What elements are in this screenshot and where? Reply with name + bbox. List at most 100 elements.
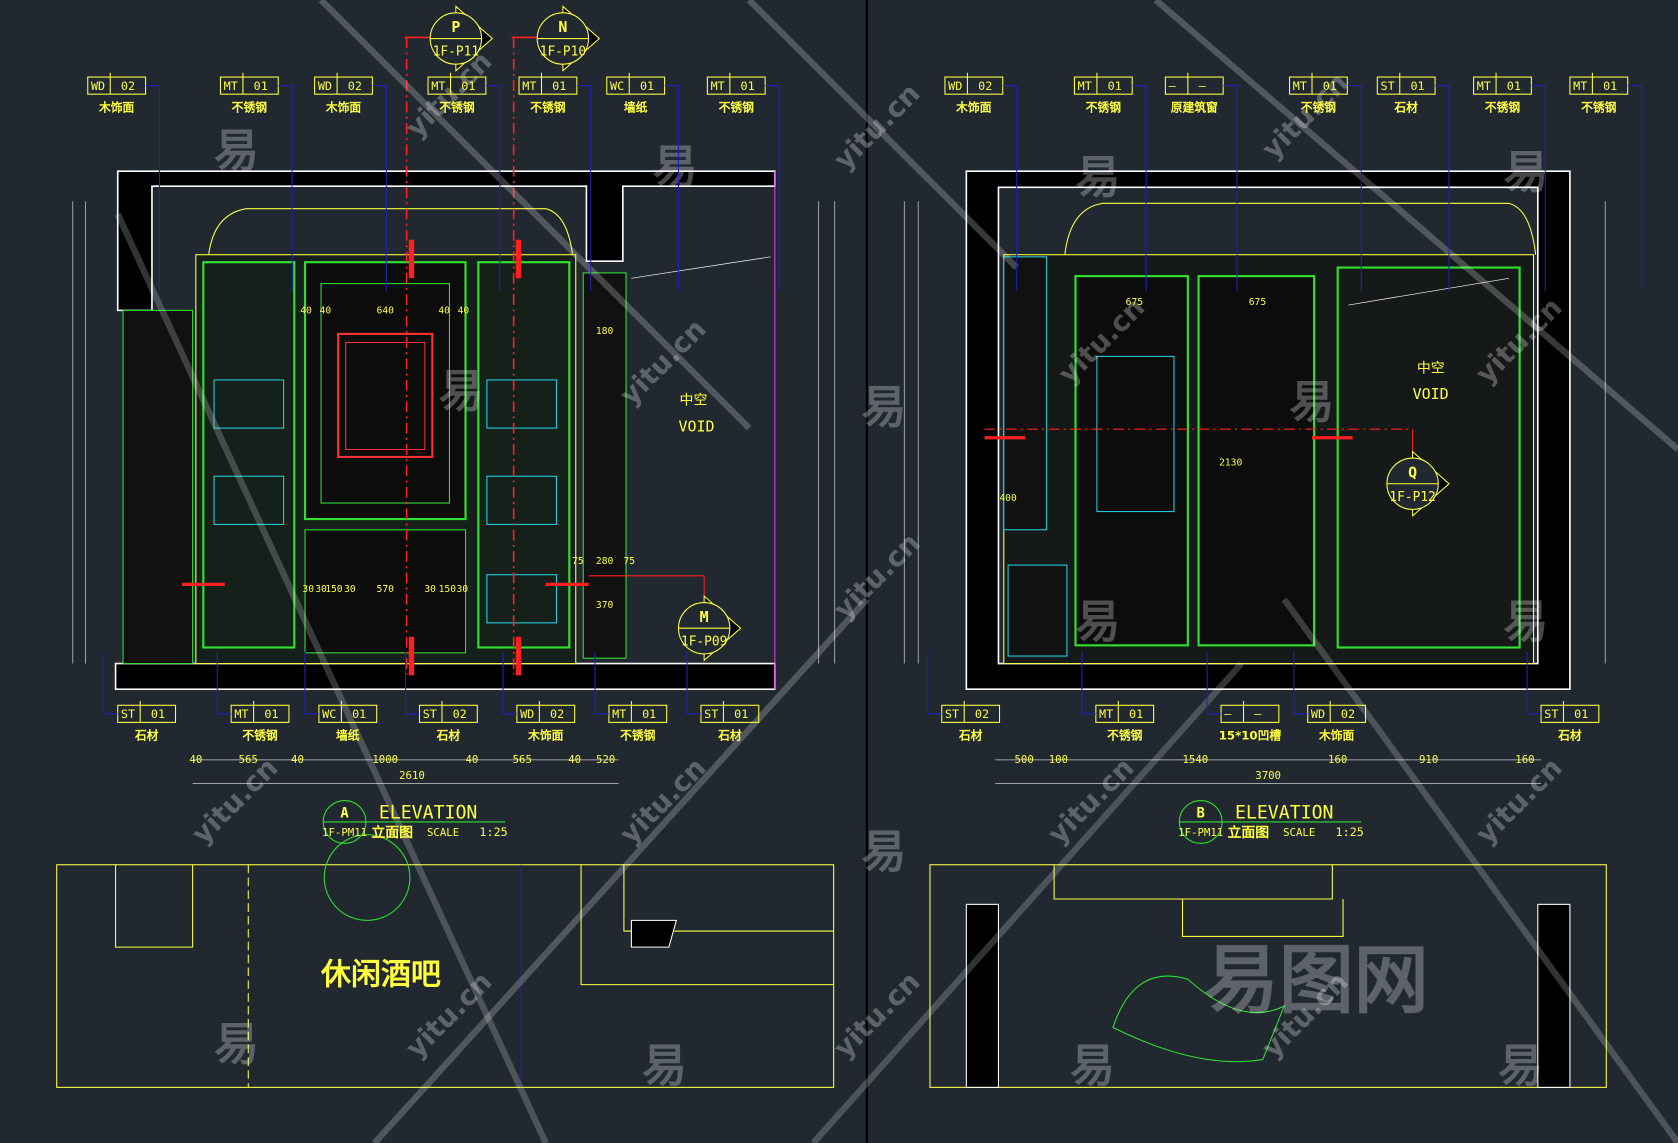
tag-code: WD	[520, 707, 534, 721]
section-callout[interactable]: N1F-P10	[536, 5, 601, 72]
inner-dimension: 75	[572, 556, 584, 567]
tag-code: MT	[224, 79, 238, 93]
plan-b	[929, 864, 1607, 1088]
tag-material: 墙纸	[336, 729, 360, 743]
watermark-char: 易	[214, 124, 259, 177]
inner-dimension: 180	[596, 326, 614, 337]
callout-letter: M	[700, 608, 709, 626]
tag-number: —	[1254, 707, 1262, 721]
tag-number: 02	[550, 707, 564, 721]
watermark-site: yitu.cn	[827, 526, 926, 625]
material-tag[interactable]: ——原建筑窗	[1164, 72, 1238, 292]
dimension-value: 100	[1049, 753, 1068, 766]
section-callout[interactable]: P1F-P11	[429, 5, 494, 72]
dimension-value: 40	[291, 753, 304, 766]
material-tag[interactable]: WD 02 木饰面	[502, 651, 576, 743]
dimension-value: 565	[239, 753, 258, 766]
dimension-value: 565	[513, 753, 532, 766]
tag-material: 不锈钢	[1485, 100, 1521, 114]
tag-number: 01	[552, 79, 566, 93]
inner-dimension: 280	[596, 556, 614, 567]
inner-dimension: 40	[320, 306, 332, 317]
inner-dimension: 40	[438, 306, 450, 317]
tag-material: 不锈钢	[439, 100, 475, 114]
tag-code: ST	[121, 707, 135, 721]
title-letter: B	[1197, 806, 1205, 822]
inner-dimension: 2130	[1219, 458, 1242, 469]
tag-material: 木饰面	[527, 729, 564, 743]
section-callout[interactable]: M1F-P09	[677, 594, 742, 662]
inner-dimension: 370	[596, 600, 614, 611]
tag-number: 01	[264, 707, 278, 721]
watermark-char: 易	[1070, 1039, 1115, 1092]
title-scale-label: SCALE	[427, 826, 459, 839]
tag-code: MT	[711, 79, 725, 93]
tag-code: MT	[1573, 79, 1587, 93]
dimension-value: 500	[1014, 753, 1033, 766]
tag-code: MT	[234, 707, 248, 721]
tag-code: WD	[91, 79, 105, 93]
material-tag[interactable]: MT 01 不锈钢	[216, 651, 290, 743]
dimension-value: 520	[596, 753, 615, 766]
tag-material: 石材	[436, 729, 461, 743]
void-label-a: VOID	[678, 417, 714, 435]
tag-material: 不锈钢	[242, 729, 278, 743]
material-tag[interactable]: MT 01 不锈钢	[219, 72, 293, 292]
inner-dimension: 400	[999, 493, 1017, 504]
inner-dimension: 675	[1249, 297, 1267, 308]
title-text: ELEVATION	[1235, 803, 1334, 824]
tag-code: ST	[704, 707, 718, 721]
dimension-value: 40	[189, 753, 202, 766]
tag-material: 15*10凹槽	[1219, 729, 1282, 743]
title-sheet: 1F-PM11	[322, 826, 367, 839]
plan-room-label: 休闲酒吧	[320, 958, 441, 993]
watermark-char: 易	[861, 381, 906, 434]
tag-material: 木饰面	[98, 100, 135, 114]
title-scale-label: SCALE	[1283, 826, 1315, 839]
watermark-char: 易	[642, 1039, 687, 1092]
section-callout[interactable]: Q1F-P12	[1386, 450, 1450, 518]
tag-code: WD	[318, 79, 332, 93]
tag-number: 01	[254, 79, 268, 93]
dimension-value: 40	[466, 753, 479, 766]
watermark-char: 易	[1076, 151, 1121, 204]
dimension-value: 160	[1328, 753, 1347, 766]
tag-code: WC	[322, 707, 336, 721]
watermark-char: 易	[861, 825, 906, 878]
inner-dimension: 30	[302, 584, 314, 595]
tag-number: 01	[1129, 707, 1143, 721]
tag-number: 01	[1410, 79, 1424, 93]
tag-code: ST	[945, 707, 959, 721]
tag-code: WD	[948, 79, 962, 93]
material-tag[interactable]: ——15*10凹槽	[1206, 651, 1282, 743]
tag-number: 01	[1323, 79, 1337, 93]
tag-material: 石材	[958, 729, 983, 743]
tag-code: WC	[610, 79, 624, 93]
tag-code: —	[1169, 79, 1177, 93]
tag-material: 不锈钢	[232, 100, 268, 114]
tag-code: WD	[1311, 707, 1325, 721]
